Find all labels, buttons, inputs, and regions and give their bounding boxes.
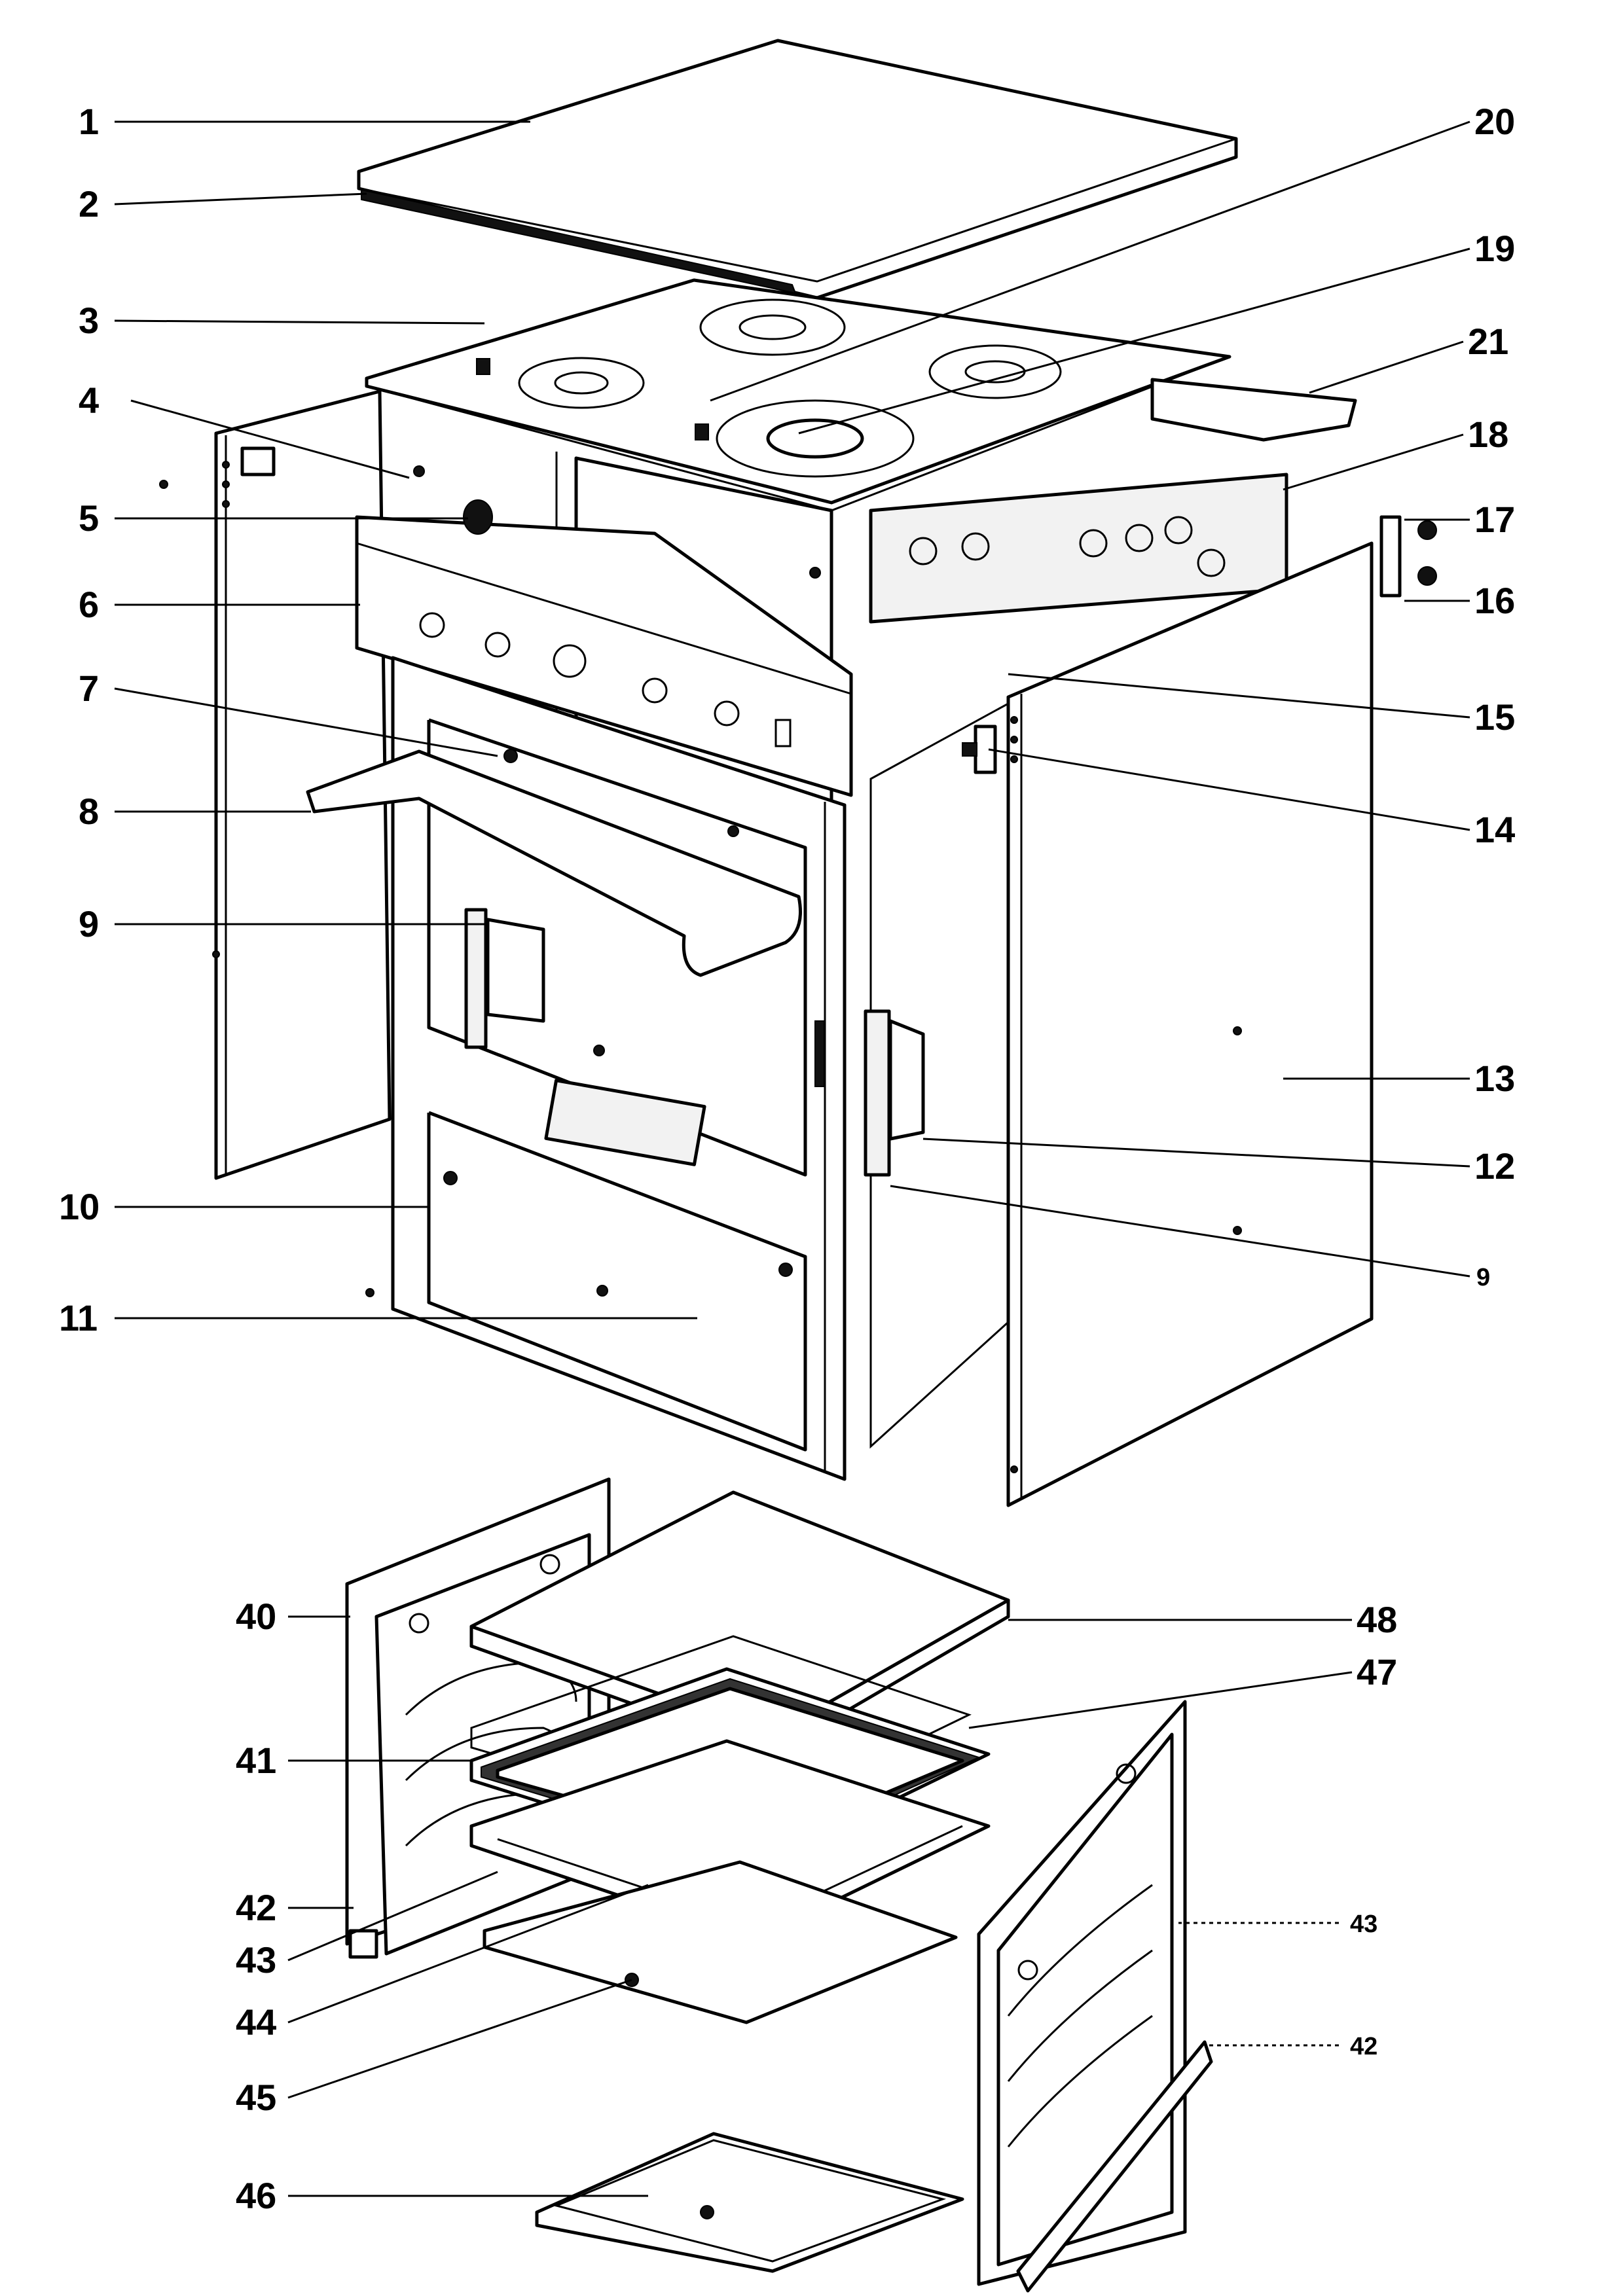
callout-9-lower: 9 [1476,1264,1490,1291]
right-side-panel [1006,541,1374,1507]
callout-18: 18 [1468,414,1508,455]
control-panel [355,499,853,797]
callout-16: 16 [1474,580,1515,621]
callout-1: 1 [79,101,99,142]
oven-hood [306,749,802,977]
callout-15: 15 [1474,696,1515,738]
callout-41: 41 [236,1740,276,1781]
right-runner-strip [1016,2040,1213,2293]
callout-13: 13 [1474,1058,1515,1099]
callout-7: 7 [79,668,99,709]
side-runner-left [464,908,545,1049]
callout-12: 12 [1474,1145,1515,1187]
callout-11: 11 [59,1297,98,1338]
callout-42-left: 42 [236,1887,276,1928]
callout-45: 45 [236,2077,276,2118]
callout-47: 47 [1357,1651,1397,1693]
callout-43-left: 43 [236,1939,276,1981]
bottom-drawer-tray [535,2132,964,2273]
rear-trim-strip [1150,378,1357,442]
callout-42-right: 42 [1350,2033,1377,2060]
callout-20: 20 [1474,101,1515,142]
hob-lid [357,39,1238,300]
inner-right-wall [864,702,1010,1449]
oven-left-side [345,1477,611,1959]
callout-14: 14 [1474,809,1515,850]
callout-19: 19 [1474,228,1515,269]
callout-4: 4 [79,380,99,421]
callout-6: 6 [79,584,99,625]
callout-labels: 1 2 3 4 5 6 7 8 9 10 11 20 19 21 18 17 1… [59,101,1515,2216]
hob-top-plate [365,278,1231,512]
callout-10: 10 [59,1186,100,1227]
oven-top-plate [469,1490,1010,1756]
callout-8: 8 [79,791,99,832]
callout-43-right: 43 [1350,1910,1377,1938]
oven-cavity-assembly [345,1477,1213,2293]
screws [159,465,1242,1297]
callout-9-upper: 9 [79,903,99,944]
callout-44: 44 [236,2001,276,2043]
callout-21: 21 [1468,321,1508,362]
right-fixings [1379,515,1437,598]
callout-46: 46 [236,2175,276,2216]
callout-40: 40 [236,1596,276,1637]
callout-2: 2 [79,183,99,224]
callout-5: 5 [79,497,99,539]
callout-3: 3 [79,300,99,341]
left-side-panel [212,389,392,1180]
callout-17: 17 [1474,499,1515,540]
cooker-body-assembly [159,39,1437,1507]
leader-lines [114,120,1470,2197]
callout-48: 48 [1357,1599,1397,1640]
